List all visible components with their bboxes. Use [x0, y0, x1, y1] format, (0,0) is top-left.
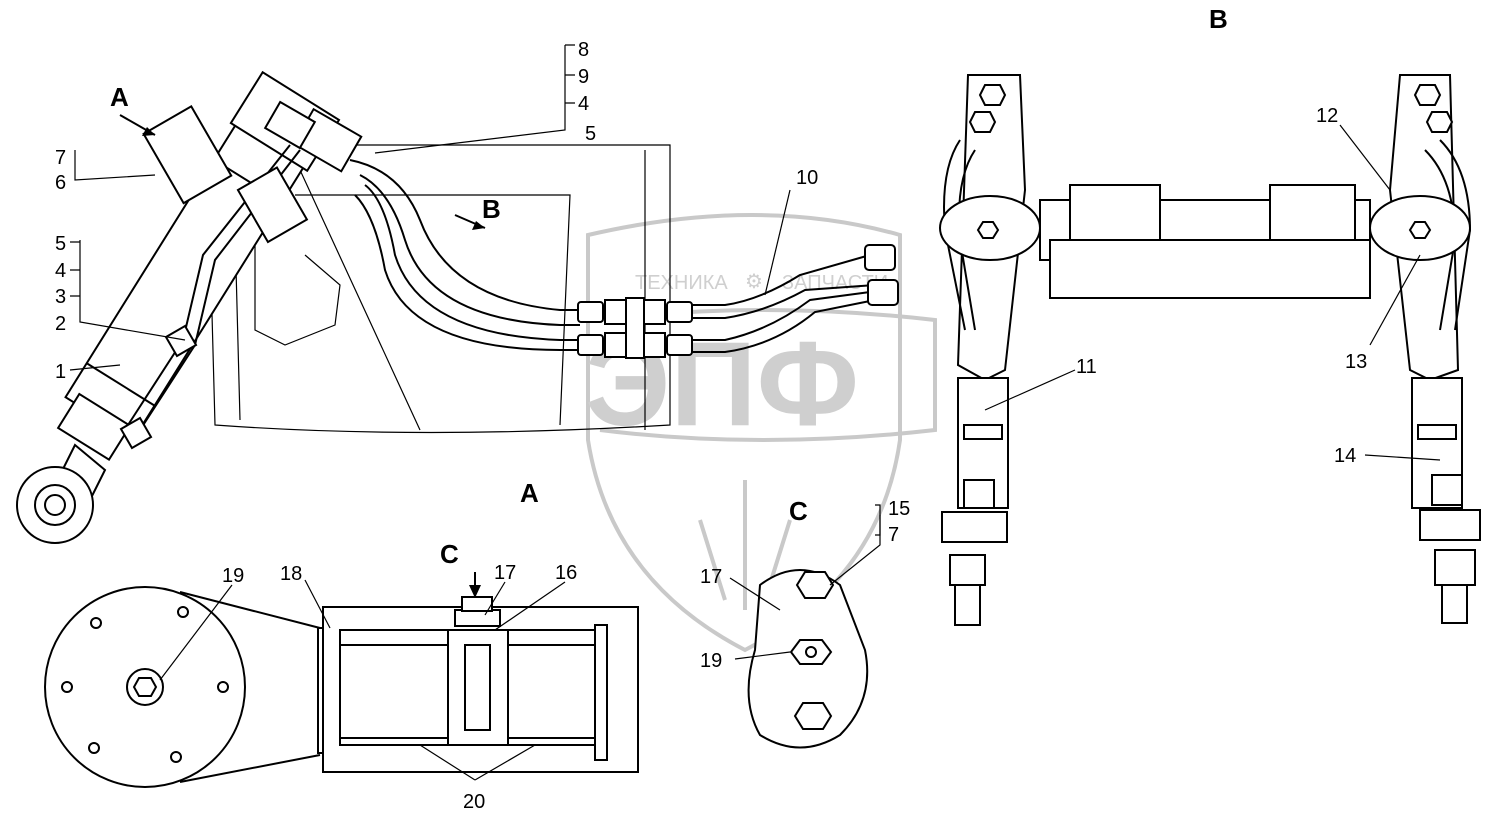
callout-11: 11 — [1076, 356, 1097, 378]
gear-icon: ⚙ — [745, 271, 763, 293]
callout-9: 9 — [578, 66, 589, 88]
callout-2: 2 — [55, 313, 66, 335]
callout-4-left: 4 — [55, 260, 66, 282]
view-C-title: C — [789, 496, 808, 526]
view-B — [939, 74, 1481, 626]
callout-7: 7 — [55, 147, 66, 169]
callout-3: 3 — [55, 286, 66, 308]
watermark-text-left: ТЕХНИКА — [635, 272, 728, 294]
callout-16: 16 — [555, 562, 577, 584]
main-view — [16, 45, 899, 544]
callout-19-viewC: 19 — [700, 650, 722, 672]
callout-14: 14 — [1334, 445, 1356, 467]
callout-13: 13 — [1345, 351, 1367, 373]
callout-10: 10 — [796, 167, 818, 189]
callout-5-left: 5 — [55, 233, 66, 255]
callout-1: 1 — [55, 361, 66, 383]
watermark-text-right: ЗАПЧАСТИ — [782, 272, 888, 294]
view-C — [729, 515, 881, 749]
callout-8: 8 — [578, 39, 589, 61]
callout-18: 18 — [280, 563, 302, 585]
view-C-pointer: C — [440, 539, 459, 569]
callout-17-viewC: 17 — [700, 566, 722, 588]
view-label-A: A — [110, 82, 129, 112]
callout-6: 6 — [55, 172, 66, 194]
callout-7-viewC: 7 — [888, 524, 899, 546]
callout-20: 20 — [463, 791, 485, 813]
callout-4: 4 — [578, 93, 589, 115]
callout-19-left: 19 — [222, 565, 244, 587]
view-A-title: A — [520, 478, 539, 508]
callout-17-section: 17 — [494, 562, 516, 584]
callout-12: 12 — [1316, 105, 1338, 127]
watermark: ТЕХНИКА ЗАПЧАСТИ ⚙ ЭПФ — [585, 213, 937, 653]
callout-5: 5 — [585, 123, 596, 145]
view-label-B: B — [482, 194, 501, 224]
callout-15: 15 — [888, 498, 910, 520]
view-B-title: B — [1209, 4, 1228, 34]
view-A — [44, 572, 639, 788]
